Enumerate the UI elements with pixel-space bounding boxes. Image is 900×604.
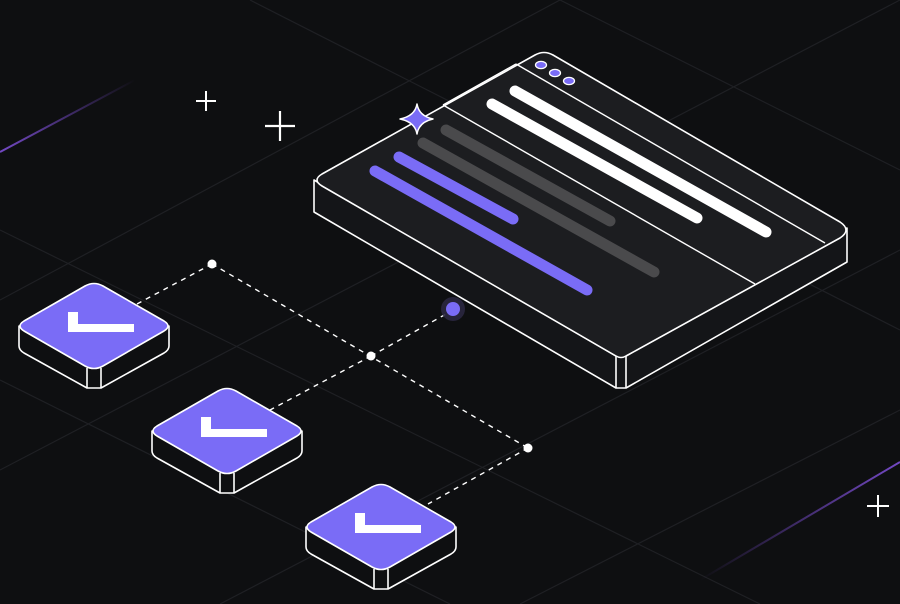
plus-icon [265, 111, 295, 141]
plus-icon [196, 91, 216, 111]
check-tile [151, 387, 303, 494]
check-tile [18, 282, 170, 389]
connector-node-icon [207, 259, 217, 269]
check-tile [305, 483, 457, 590]
text-line-accent [369, 165, 593, 296]
window-right-divider [515, 63, 826, 244]
connector-node-icon [446, 302, 460, 316]
text-line-muted [417, 137, 660, 278]
window-dot [562, 76, 576, 86]
plus-icon [867, 495, 889, 517]
glow-line-left [0, 79, 136, 153]
sparkle-star-icon [399, 103, 434, 135]
browser-window-icon [313, 51, 848, 389]
connector-node-icon [366, 351, 376, 361]
text-line-muted [440, 124, 616, 227]
checkmark-icon [68, 312, 134, 332]
text-line [509, 85, 772, 238]
window-dot [548, 68, 562, 78]
text-line [486, 98, 703, 224]
glow-line-right [699, 461, 900, 581]
checkmark-icon [355, 513, 421, 533]
connector-node-icon [523, 443, 533, 453]
text-line-accent [393, 151, 519, 225]
window-content-divider [442, 104, 756, 285]
checkmark-icon [201, 417, 267, 437]
window-header-divider [442, 63, 517, 106]
window-dot [534, 60, 548, 70]
